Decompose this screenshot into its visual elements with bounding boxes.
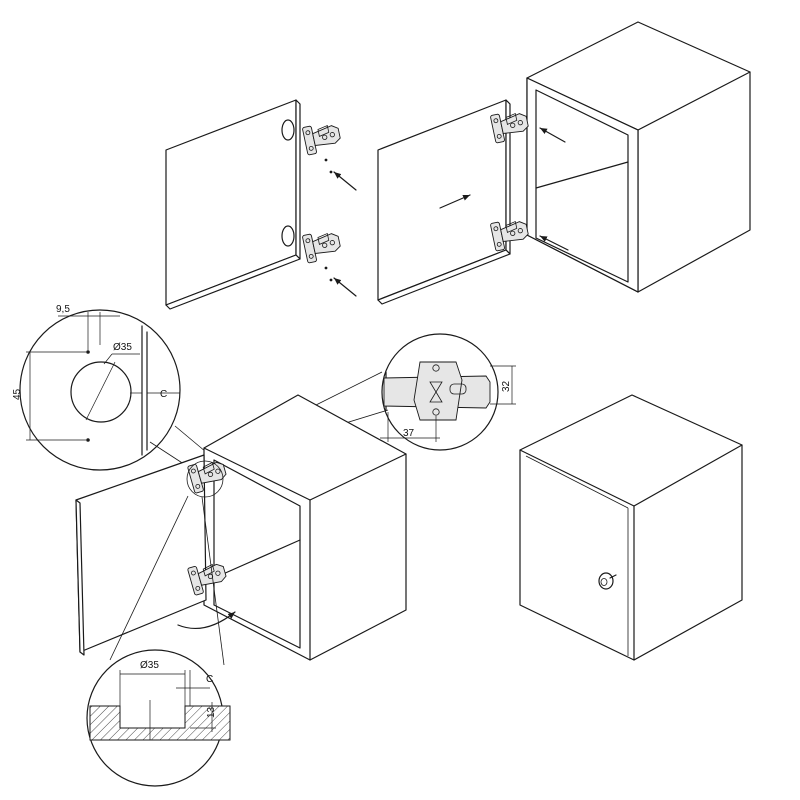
dim-edge-offset: 9,5 <box>56 304 70 315</box>
dim-plate-depth: 37 <box>403 428 415 439</box>
arrow-icon <box>539 235 569 251</box>
dim-plate-height: 32 <box>501 380 512 392</box>
step2-cabinet <box>526 21 751 293</box>
step2-door <box>377 99 511 305</box>
dim-section-diameter: Ø35 <box>140 660 159 671</box>
detail-drilling-plan: 9,5 Ø35 45 C <box>12 304 181 471</box>
step4-closed-cabinet <box>519 394 743 661</box>
arrow-icon <box>439 194 471 209</box>
detail-mounting-plate: 32 37 <box>380 333 516 451</box>
hinge-icon <box>301 228 343 264</box>
hinge-icon <box>301 120 343 156</box>
arrow-icon <box>333 171 357 191</box>
step3-hinges <box>177 456 236 630</box>
arrow-icon <box>177 611 236 630</box>
dim-cup-spacing: 45 <box>12 388 23 400</box>
step1-door <box>165 99 301 310</box>
cup-hole-icon <box>281 119 295 141</box>
step1-hinge-bottom <box>301 228 357 297</box>
detail-cup-section: Ø35 C 13 <box>86 649 231 787</box>
dim-cup-diameter: Ø35 <box>113 342 132 353</box>
cup-hole-icon <box>70 361 132 423</box>
step2-hinges <box>489 108 569 252</box>
dim-cup-depth: 13 <box>206 706 217 718</box>
arrow-icon <box>539 127 566 143</box>
cup-hole-icon <box>281 225 295 247</box>
knob-icon <box>598 572 617 590</box>
step3-cabinet <box>203 394 407 661</box>
step3-door <box>75 454 207 656</box>
step1-hinge-top <box>301 120 357 191</box>
dim-distance-c: C <box>160 389 167 400</box>
dim-section-c: C <box>206 674 213 685</box>
arrow-icon <box>333 277 357 297</box>
